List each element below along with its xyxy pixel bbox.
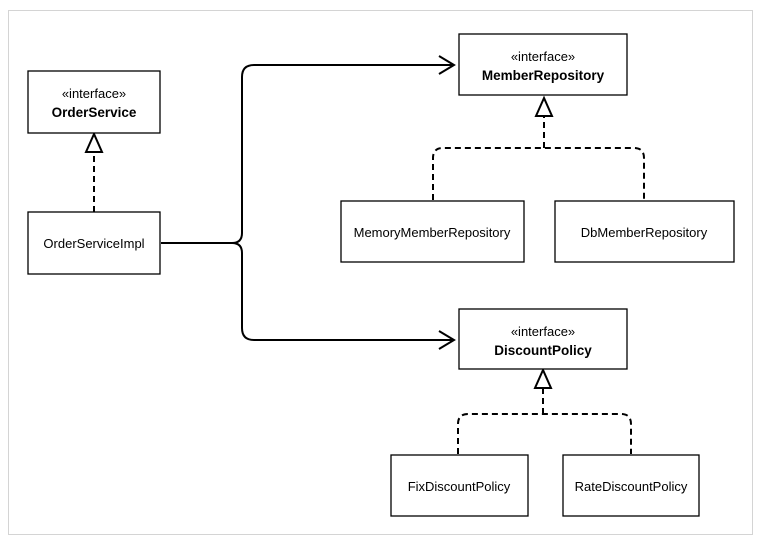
edge-orderserviceimpl-realizes-orderservice [84, 131, 104, 212]
fix-discount-policy-name: FixDiscountPolicy [408, 479, 511, 494]
edge-memberrepository-implementations [432, 95, 645, 200]
edge-orderserviceimpl-uses-dependencies [161, 55, 456, 350]
discount-policy-stereotype: «interface» [511, 324, 575, 339]
order-service-name: OrderService [52, 105, 137, 120]
node-memory-member-repository[interactable]: MemoryMemberRepository [340, 200, 525, 263]
rate-discount-policy-name: RateDiscountPolicy [575, 479, 688, 494]
order-service-stereotype: «interface» [62, 86, 126, 101]
memory-member-repository-name: MemoryMemberRepository [354, 225, 511, 240]
edge-discountpolicy-implementations [457, 367, 632, 454]
node-order-service-impl[interactable]: OrderServiceImpl [27, 211, 161, 275]
node-member-repository[interactable]: «interface» MemberRepository [458, 33, 628, 96]
node-fix-discount-policy[interactable]: FixDiscountPolicy [390, 454, 529, 517]
discount-policy-name: DiscountPolicy [494, 343, 592, 358]
node-discount-policy[interactable]: «interface» DiscountPolicy [458, 308, 628, 370]
node-rate-discount-policy[interactable]: RateDiscountPolicy [562, 454, 700, 517]
order-service-impl-name: OrderServiceImpl [43, 236, 144, 251]
node-db-member-repository[interactable]: DbMemberRepository [554, 200, 735, 263]
node-order-service[interactable]: «interface» OrderService [27, 70, 161, 134]
member-repository-stereotype: «interface» [511, 49, 575, 64]
member-repository-name: MemberRepository [482, 68, 605, 83]
db-member-repository-name: DbMemberRepository [581, 225, 708, 240]
